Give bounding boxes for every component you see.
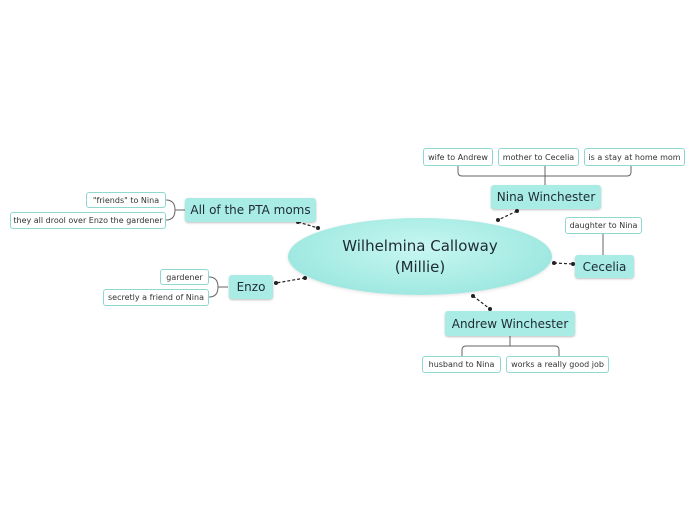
subtopic-drool-over-enzo[interactable]: they all drool over Enzo the gardener [10, 212, 166, 229]
subtopic-daughter-to-nina[interactable]: daughter to Nina [565, 217, 642, 234]
connector-dot [496, 218, 500, 222]
connector-dot [316, 226, 320, 230]
bracket-enzo [208, 276, 219, 298]
subtopic-gardener[interactable]: gardener [160, 269, 209, 285]
topic-enzo[interactable]: Enzo [229, 275, 273, 299]
connector-andrew [472, 295, 491, 310]
topic-pta-moms[interactable]: All of the PTA moms [185, 198, 316, 222]
subtopic-works-good-job[interactable]: works a really good job [506, 356, 609, 373]
central-topic[interactable]: Wilhelmina Calloway (Millie) [288, 218, 552, 295]
subtopic-mother-to-cecelia[interactable]: mother to Cecelia [498, 148, 579, 166]
connector-cecelia [553, 262, 574, 265]
connector-dot [274, 281, 278, 285]
connector-dot [471, 294, 475, 298]
central-subtitle: (Millie) [394, 257, 446, 276]
connector-dot [515, 209, 519, 213]
connector-dot [552, 261, 556, 265]
subtopic-husband-to-nina[interactable]: husband to Nina [422, 356, 501, 373]
connector-enzo [275, 277, 306, 284]
topic-andrew-winchester[interactable]: Andrew Winchester [445, 311, 575, 336]
topic-nina-winchester[interactable]: Nina Winchester [491, 185, 601, 209]
connector-dot [488, 307, 492, 311]
connector-dot [571, 262, 575, 266]
bracket-pta [165, 199, 176, 221]
subtopic-friends-to-nina[interactable]: "friends" to Nina [86, 192, 166, 208]
topic-cecelia[interactable]: Cecelia [575, 255, 634, 278]
subtopic-secretly-friend-of-nina[interactable]: secretly a friend of Nina [103, 289, 209, 306]
bracket-andrew [461, 345, 560, 356]
subtopic-stay-at-home-mom[interactable]: is a stay at home mom [584, 148, 685, 166]
connector-pta [297, 221, 319, 229]
subtopic-wife-to-andrew[interactable]: wife to Andrew [423, 148, 493, 166]
connector-nina [497, 210, 518, 221]
central-title: Wilhelmina Calloway [342, 236, 498, 255]
connector-dot [303, 276, 307, 280]
